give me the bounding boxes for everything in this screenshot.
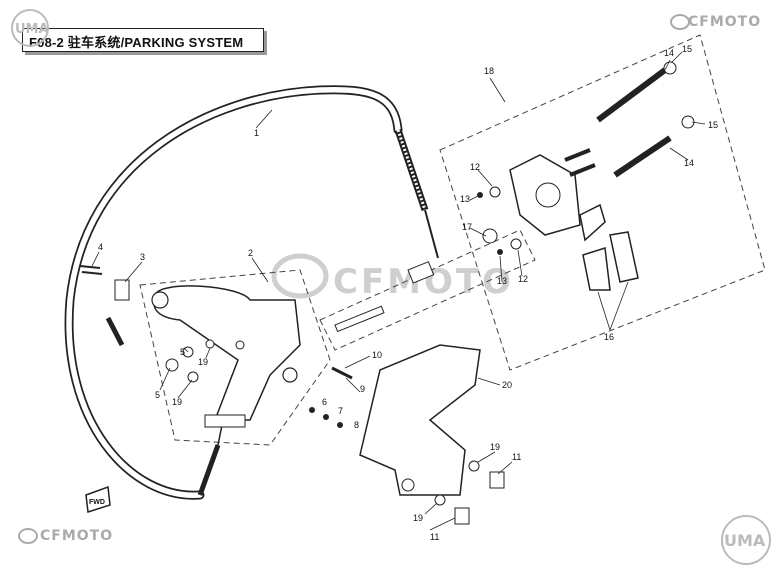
callout-19b: 19 — [172, 397, 182, 407]
callout-19a: 19 — [198, 357, 208, 367]
nut-15-a — [663, 61, 677, 75]
nut-6 — [309, 407, 315, 413]
linkage-bolt — [334, 305, 385, 333]
lever-cover — [359, 344, 481, 496]
bolt-11-b — [454, 507, 470, 525]
uma-logo-top-left-text: UMA — [15, 22, 49, 37]
brand-top-right-text: CFMOTO — [688, 14, 762, 30]
bolt-11-a — [489, 471, 505, 489]
caliper-piston — [535, 182, 561, 208]
brake-pad-16-b — [609, 231, 639, 283]
diagram-title: F08-2 驻车系统/PARKING SYSTEM — [29, 35, 244, 50]
callout-14a: 14 — [664, 48, 674, 58]
handle-lever — [153, 285, 301, 421]
cable-bracket — [114, 279, 130, 301]
callout-11a: 11 — [512, 452, 521, 462]
callout-12a: 12 — [470, 162, 480, 172]
callout-10: 10 — [372, 350, 382, 360]
callout-15a: 15 — [682, 44, 692, 54]
leader-lines — [91, 51, 706, 531]
pad-pin-a — [564, 148, 591, 162]
washer-19-d — [434, 494, 446, 506]
callout-19d: 19 — [413, 513, 423, 523]
callout-4: 4 — [98, 242, 103, 252]
cable-inner-wire — [424, 209, 439, 259]
callout-15b: 15 — [708, 120, 718, 130]
callout-18: 18 — [484, 66, 494, 76]
callout-5a: 5 — [180, 347, 185, 357]
callout-14b: 14 — [684, 158, 694, 168]
guide-pin-14-a — [596, 67, 667, 123]
cfmoto-emblem-bottom — [18, 528, 38, 544]
washer-12-b — [510, 238, 522, 250]
lever-hole — [235, 340, 245, 350]
brand-bottom-left: CFMOTO — [40, 528, 113, 544]
uma-logo-bottom-right-text: UMA — [724, 531, 766, 550]
uma-logo-top-left: UMA — [11, 9, 49, 47]
spring-17 — [482, 228, 498, 244]
callout-20: 20 — [502, 380, 512, 390]
adjuster-clip — [105, 316, 125, 347]
callout-9: 9 — [360, 384, 365, 394]
handle-grip-end — [151, 291, 169, 309]
watermark-emblem — [271, 253, 329, 299]
callout-17: 17 — [462, 222, 472, 232]
callout-2: 2 — [248, 248, 253, 258]
uma-logo-bottom-right: UMA — [721, 515, 771, 565]
pin-9 — [331, 366, 353, 380]
brake-cable-inner — [66, 86, 401, 498]
callout-6: 6 — [322, 397, 327, 407]
callout-11b: 11 — [430, 532, 439, 542]
callout-7: 7 — [338, 406, 343, 416]
pad-pin-b — [569, 163, 596, 177]
cfmoto-emblem-top — [670, 14, 690, 30]
screw-4a — [79, 265, 101, 269]
callout-13a: 13 — [460, 194, 470, 204]
linkage-group-frame — [319, 229, 536, 351]
washer-7 — [323, 414, 329, 420]
guide-pin-14-b — [613, 135, 672, 178]
cable-lower-end — [197, 444, 221, 496]
fwd-label: FWD — [89, 499, 105, 506]
lever-group-frame — [139, 269, 331, 446]
callout-3: 3 — [140, 252, 145, 262]
screw-4b — [81, 271, 103, 275]
cable-end-fitting — [407, 261, 435, 284]
callout-13b: 13 — [497, 276, 507, 286]
callout-labels: 1 2 3 4 5 5 6 7 8 9 10 11 11 12 12 13 13… — [98, 44, 718, 542]
pad-spring-clip — [579, 203, 606, 242]
caliper-group-frame — [439, 34, 766, 371]
callout-8: 8 — [354, 420, 359, 430]
washer-19-c — [468, 460, 480, 472]
brake-pad-16-a — [582, 247, 611, 291]
callout-1: 1 — [254, 128, 259, 138]
cable-spring-section — [394, 128, 429, 212]
cover-hole — [401, 478, 415, 492]
callout-19c: 19 — [490, 442, 500, 452]
nut-13-a — [477, 192, 483, 198]
washer-5-a — [165, 358, 179, 372]
lever-pivot — [282, 367, 298, 383]
callout-16: 16 — [604, 332, 614, 342]
washer-19-a — [187, 371, 199, 383]
nut-13-b — [497, 249, 503, 255]
diagram-title-box: F08-2 驻车系统/PARKING SYSTEM — [22, 28, 264, 52]
brand-bottom-left-text: CFMOTO — [40, 528, 114, 544]
lever-base-plate — [204, 414, 246, 428]
callout-5b: 5 — [155, 390, 160, 400]
washer-19-b — [205, 339, 215, 349]
washer-12-a — [489, 186, 501, 198]
fwd-arrow-icon: FWD — [85, 485, 111, 513]
callout-12b: 12 — [518, 274, 528, 284]
bolt-8 — [337, 422, 343, 428]
brand-top-right: CFMOTO — [688, 14, 761, 30]
